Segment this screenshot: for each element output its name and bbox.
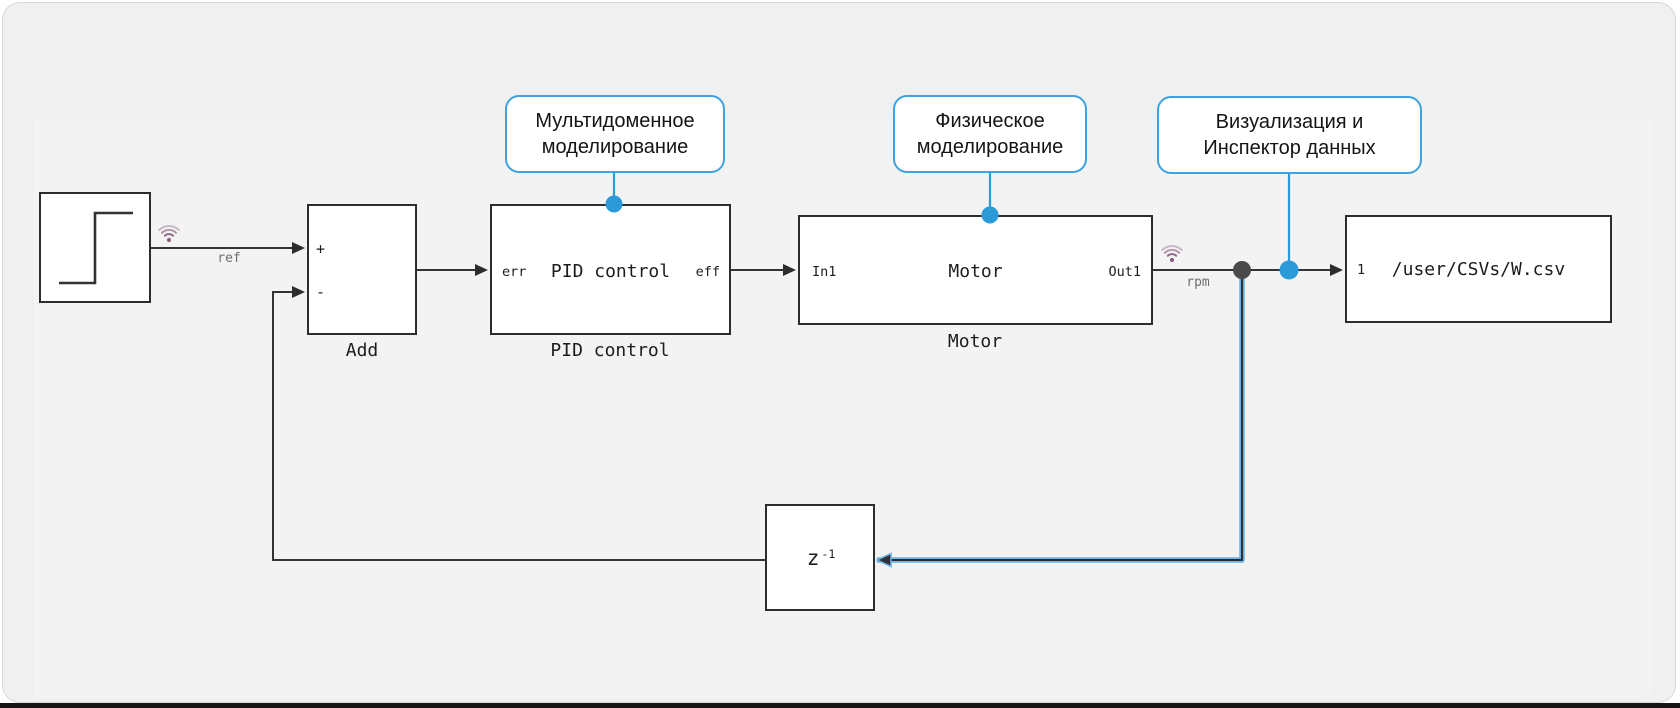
signal-line-feedback-highlighted[interactable] xyxy=(877,270,1245,563)
to-file-block[interactable]: 1 /user/CSVs/W.csv xyxy=(1345,215,1612,323)
add-block[interactable]: + - xyxy=(307,204,417,335)
pid-in-port-label: err xyxy=(502,264,527,280)
pid-block-title: PID control xyxy=(550,261,671,282)
motor-out-port-label: Out1 xyxy=(1108,264,1141,280)
arrowhead-into-add-minus xyxy=(292,286,305,298)
arrowhead-into-pid xyxy=(475,264,488,276)
callout-physical-line1: Физическое xyxy=(935,110,1045,132)
add-plus-port-label: + xyxy=(316,240,326,258)
motor-block-name[interactable]: Motor xyxy=(947,331,1003,352)
anchor-dot-pid xyxy=(605,195,623,213)
add-block-name[interactable]: Add xyxy=(345,340,379,361)
callout-visualization-line2: Инспектор данных xyxy=(1203,137,1376,159)
motor-in-port-label: In1 xyxy=(812,264,837,280)
pid-block-name[interactable]: PID control xyxy=(550,340,670,361)
callout-physical-line2: моделирование xyxy=(916,136,1064,158)
callout-visualization-line1: Визуализация и xyxy=(1215,111,1364,133)
to-file-in-port-label: 1 xyxy=(1357,262,1366,278)
arrowhead-into-motor xyxy=(783,264,796,276)
callout-visualization[interactable]: Визуализация и Инспектор данных xyxy=(1157,96,1422,174)
branch-dot[interactable] xyxy=(1233,261,1251,279)
wifi-logging-icon-rpm[interactable] xyxy=(1161,245,1183,263)
signal-label-rpm[interactable]: rpm xyxy=(1186,275,1210,290)
arrowhead-into-add-plus xyxy=(292,242,305,254)
callout-multidomain-line1: Мультидоменное xyxy=(535,110,695,132)
step-source-block[interactable] xyxy=(39,192,151,303)
callout-anchor-dots xyxy=(605,195,1299,280)
callout-physical[interactable]: Физическое моделирование xyxy=(893,95,1087,173)
signal-line-delay-to-add[interactable] xyxy=(272,291,765,561)
motor-block[interactable]: In1 Motor Out1 xyxy=(798,215,1153,325)
unit-delay-block[interactable]: z-1 xyxy=(765,504,875,611)
arrowhead-into-delay-highlighted xyxy=(875,552,892,568)
signal-label-ref[interactable]: ref xyxy=(217,251,241,266)
signal-lines[interactable] xyxy=(151,247,1333,561)
step-signal-icon xyxy=(59,211,133,285)
delay-exponent: -1 xyxy=(821,546,836,561)
to-file-path-text: /user/CSVs/W.csv xyxy=(1391,259,1566,280)
arrowhead-into-to-file xyxy=(1330,264,1343,276)
callout-multidomain-line2: моделирование xyxy=(541,136,689,158)
add-minus-port-label: - xyxy=(316,283,326,301)
anchor-dot-rpm-line xyxy=(1279,260,1299,280)
anchor-dot-motor xyxy=(981,206,999,224)
motor-block-title: Motor xyxy=(948,261,1003,282)
arrowheads xyxy=(292,242,1343,298)
pid-out-port-label: eff xyxy=(695,264,720,280)
callout-multidomain[interactable]: Мультидоменное моделирование xyxy=(505,95,725,173)
wifi-logging-icon-ref[interactable] xyxy=(158,225,180,243)
callout-connectors xyxy=(612,172,1291,262)
unit-delay-expression: z-1 xyxy=(806,545,836,570)
screen-bottom-edge xyxy=(0,703,1680,708)
